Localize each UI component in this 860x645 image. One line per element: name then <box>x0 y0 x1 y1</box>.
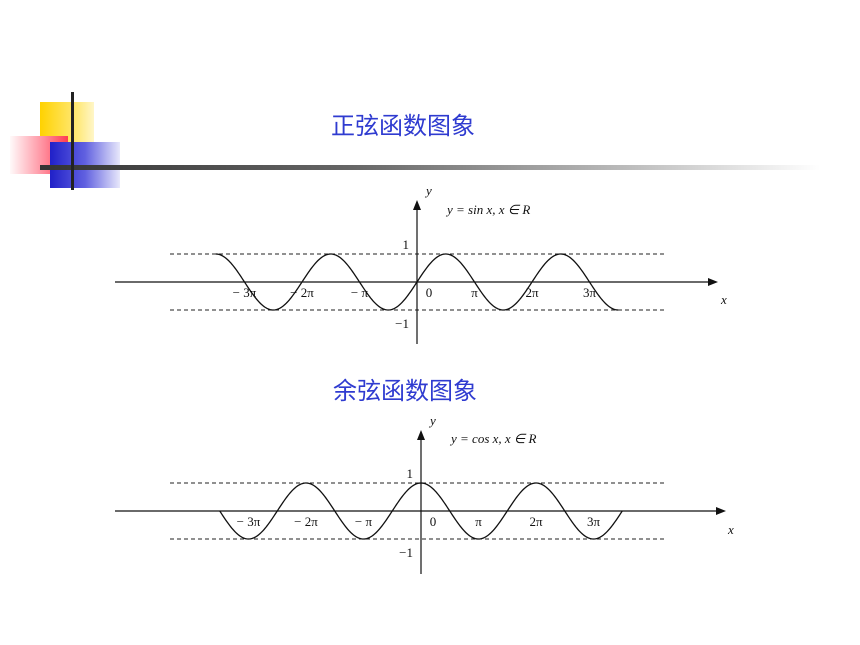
x-tick-label-sin: 0 <box>426 285 433 300</box>
y-tick-label-sin: 1 <box>403 237 410 252</box>
title-sin: 正弦函数图象 <box>331 112 475 140</box>
x-tick-label-cos: − 2π <box>294 514 318 529</box>
x-tick-label-sin: 2π <box>525 285 539 300</box>
x-axis-arrow-sin <box>708 278 718 286</box>
decor-vertical-rule <box>71 92 74 190</box>
x-tick-label-cos: π <box>475 514 482 529</box>
x-tick-label-sin: π <box>471 285 478 300</box>
x-tick-label-sin: 3π <box>583 285 597 300</box>
chart-cos: − 3π − 2π − π 0 π 2π 3π 1 −1 y x y = cos x, x ∈ R <box>115 413 734 574</box>
y-axis-label-sin: y <box>424 183 432 198</box>
x-axis-label-cos: x <box>727 522 734 537</box>
x-tick-label-cos: − π <box>355 514 373 529</box>
curve-cos <box>219 482 623 540</box>
formula-cos: y = cos x, x ∈ R <box>449 431 536 446</box>
x-tick-label-cos: 3π <box>587 514 601 529</box>
x-tick-label-sin: − π <box>351 285 369 300</box>
x-axis-arrow-cos <box>716 507 726 515</box>
y-tick-label-cos: −1 <box>399 545 413 560</box>
y-axis-label-cos: y <box>428 413 436 428</box>
y-axis-arrow-sin <box>413 200 421 210</box>
y-tick-label-cos: 1 <box>407 466 414 481</box>
x-axis-label-sin: x <box>720 292 727 307</box>
y-axis-arrow-cos <box>417 430 425 440</box>
x-tick-label-sin: − 3π <box>233 285 257 300</box>
x-tick-label-cos: − 3π <box>237 514 261 529</box>
formula-sin: y = sin x, x ∈ R <box>445 202 530 217</box>
x-tick-label-cos: 0 <box>430 514 437 529</box>
y-tick-label-sin: −1 <box>395 316 409 331</box>
title-cos: 余弦函数图象 <box>333 377 477 405</box>
decor-horizontal-rule <box>40 165 820 170</box>
chart-sin: − 3π − 2π − π 0 π 2π 3π 1 −1 y x y = sin x, x ∈ R <box>115 183 727 344</box>
x-tick-label-sin: − 2π <box>290 285 314 300</box>
x-tick-label-cos: 2π <box>529 514 543 529</box>
curve-sin <box>215 253 619 311</box>
